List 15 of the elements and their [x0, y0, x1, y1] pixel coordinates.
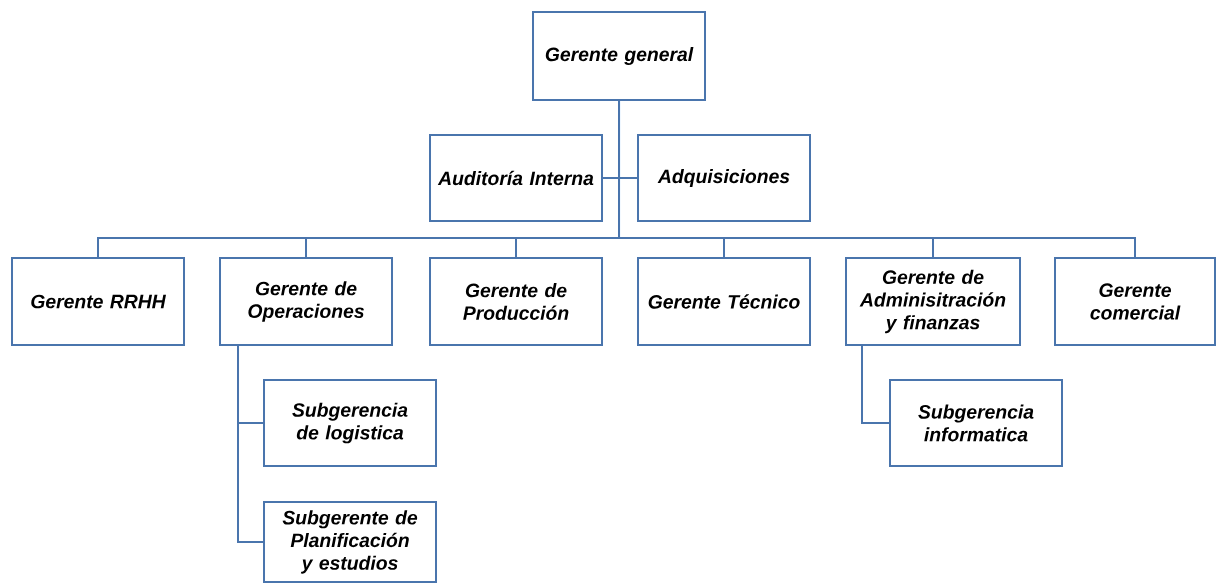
org-box: Subgerencia informatica: [889, 379, 1063, 467]
org-box: Gerente general: [532, 11, 706, 101]
org-box: Adquisiciones: [637, 134, 811, 222]
connector-line: [861, 344, 890, 424]
org-box: Subgerencia de logistica: [263, 379, 437, 467]
org-box: Gerente de Operaciones: [219, 257, 393, 346]
org-box: Gerente Técnico: [637, 257, 811, 346]
org-box: Gerente comercial: [1054, 257, 1216, 346]
org-box: Subgerente de Planificación y estudios: [263, 501, 437, 583]
org-box: Gerente de Adminisitración y finanzas: [845, 257, 1021, 346]
org-box: Gerente de Producción: [429, 257, 603, 346]
connector-line: [618, 100, 1136, 259]
org-box: Auditoría Interna: [429, 134, 603, 222]
org-box: Gerente RRHH: [11, 257, 185, 346]
connector-line: [237, 344, 264, 543]
